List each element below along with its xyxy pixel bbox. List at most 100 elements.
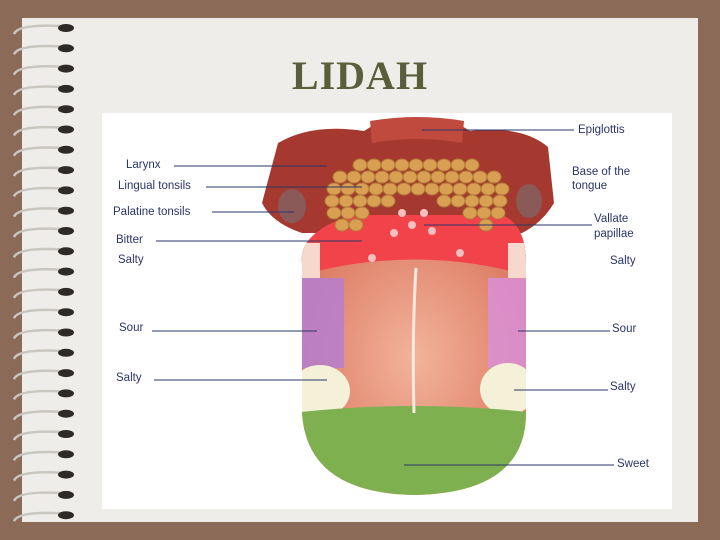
lingual-tonsil-bump — [355, 207, 369, 219]
salty-zone-left-top — [292, 243, 320, 278]
label-vallate-2: papillae — [594, 228, 634, 241]
lingual-tonsil-bump — [409, 159, 423, 171]
label-epiglottis: Epiglottis — [578, 124, 625, 137]
label-base-of-tongue-2: tongue — [572, 180, 607, 193]
spiral-hole — [58, 207, 74, 215]
spiral-hole — [58, 430, 74, 438]
lingual-tonsil-bump — [389, 171, 403, 183]
lingual-tonsil-bump — [487, 171, 501, 183]
spiral-ring — [14, 493, 60, 501]
spiral-hole — [58, 471, 74, 479]
lingual-tonsil-bump — [451, 159, 465, 171]
lingual-tonsil-bump — [467, 183, 481, 195]
sour-zone-right — [488, 278, 538, 368]
lingual-tonsil-bump — [327, 183, 341, 195]
spiral-hole — [58, 126, 74, 134]
palatine-tonsil-left — [278, 189, 306, 223]
lingual-tonsil-bump — [333, 171, 347, 183]
spiral-ring — [14, 107, 60, 115]
spiral-ring — [14, 472, 60, 480]
spiral-ring — [14, 513, 60, 521]
lingual-tonsil-bump — [355, 183, 369, 195]
lingual-tonsil-bump — [347, 171, 361, 183]
label-sweet: Sweet — [617, 458, 649, 471]
lingual-tonsil-bump — [491, 207, 505, 219]
spiral-ring — [14, 147, 60, 155]
spiral-hole — [58, 227, 74, 235]
spiral-hole — [58, 491, 74, 499]
slide-title: LIDAH — [0, 52, 720, 99]
lingual-tonsil-bump — [381, 195, 395, 207]
spiral-ring — [14, 350, 60, 358]
lingual-tonsil-bump — [445, 171, 459, 183]
lingual-tonsil-bump — [451, 195, 465, 207]
lingual-tonsil-bump — [349, 219, 363, 231]
lingual-tonsil-bump — [423, 159, 437, 171]
lingual-tonsil-bump — [477, 207, 491, 219]
spiral-ring — [14, 391, 60, 399]
lingual-tonsil-bump — [361, 171, 375, 183]
lingual-tonsil-bump — [459, 171, 473, 183]
label-salty-left-bottom: Salty — [116, 372, 142, 385]
lingual-tonsil-bump — [325, 195, 339, 207]
spiral-ring — [14, 188, 60, 196]
spiral-hole — [58, 410, 74, 418]
salty-zone-right-top — [508, 243, 538, 278]
label-salty-right-top: Salty — [610, 255, 636, 268]
label-lingual-tonsils: Lingual tonsils — [118, 180, 191, 193]
label-salty-left-top: Salty — [118, 254, 144, 267]
lingual-tonsil-bump — [353, 159, 367, 171]
spiral-hole — [58, 186, 74, 194]
spiral-hole — [58, 329, 74, 337]
palatine-tonsil-right — [516, 184, 542, 218]
spiral-ring — [14, 330, 60, 338]
spiral-hole — [58, 268, 74, 276]
label-larynx: Larynx — [126, 159, 161, 172]
spiral-ring — [14, 371, 60, 379]
lingual-tonsil-bump — [453, 183, 467, 195]
lingual-tonsil-bump — [493, 195, 507, 207]
lingual-tonsil-bump — [495, 183, 509, 195]
lingual-tonsil-bump — [395, 159, 409, 171]
lingual-tonsil-bump — [335, 219, 349, 231]
spiral-hole — [58, 288, 74, 296]
label-vallate-1: Vallate — [594, 213, 628, 226]
spiral-ring — [14, 432, 60, 440]
lingual-tonsil-bump — [381, 159, 395, 171]
spiral-hole — [58, 308, 74, 316]
lingual-tonsil-bump — [353, 195, 367, 207]
lingual-tonsil-bump — [431, 171, 445, 183]
sour-zone-left — [292, 278, 344, 368]
spiral-ring — [14, 310, 60, 318]
spiral-ring — [14, 168, 60, 176]
spiral-ring — [14, 452, 60, 460]
lingual-tonsil-bump — [463, 207, 477, 219]
lingual-tonsil-bump — [403, 171, 417, 183]
lingual-tonsil-bump — [411, 183, 425, 195]
lingual-tonsil-bump — [473, 171, 487, 183]
salty-zone-right-bottom — [480, 363, 536, 415]
spiral-hole — [58, 24, 74, 32]
spiral-ring — [14, 127, 60, 135]
spiral-ring — [14, 411, 60, 419]
label-salty-right-bottom: Salty — [610, 381, 636, 394]
label-palatine-tonsils: Palatine tonsils — [113, 206, 190, 219]
lingual-tonsil-bump — [465, 195, 479, 207]
label-sour-left: Sour — [119, 322, 143, 335]
spiral-hole — [58, 450, 74, 458]
lingual-tonsil-bump — [341, 183, 355, 195]
spiral-hole — [58, 511, 74, 519]
spiral-hole — [58, 105, 74, 113]
lingual-tonsil-bump — [417, 171, 431, 183]
label-bitter: Bitter — [116, 234, 143, 247]
spiral-ring — [14, 290, 60, 298]
spiral-hole — [58, 389, 74, 397]
label-sour-right: Sour — [612, 323, 636, 336]
spiral-ring — [14, 208, 60, 216]
tongue-diagram: Larynx Lingual tonsils Palatine tonsils … — [102, 113, 672, 509]
lingual-tonsil-bump — [341, 207, 355, 219]
spiral-ring — [14, 26, 60, 34]
lingual-tonsil-bump — [437, 195, 451, 207]
lingual-tonsil-bump — [439, 183, 453, 195]
lingual-tonsil-bump — [425, 183, 439, 195]
